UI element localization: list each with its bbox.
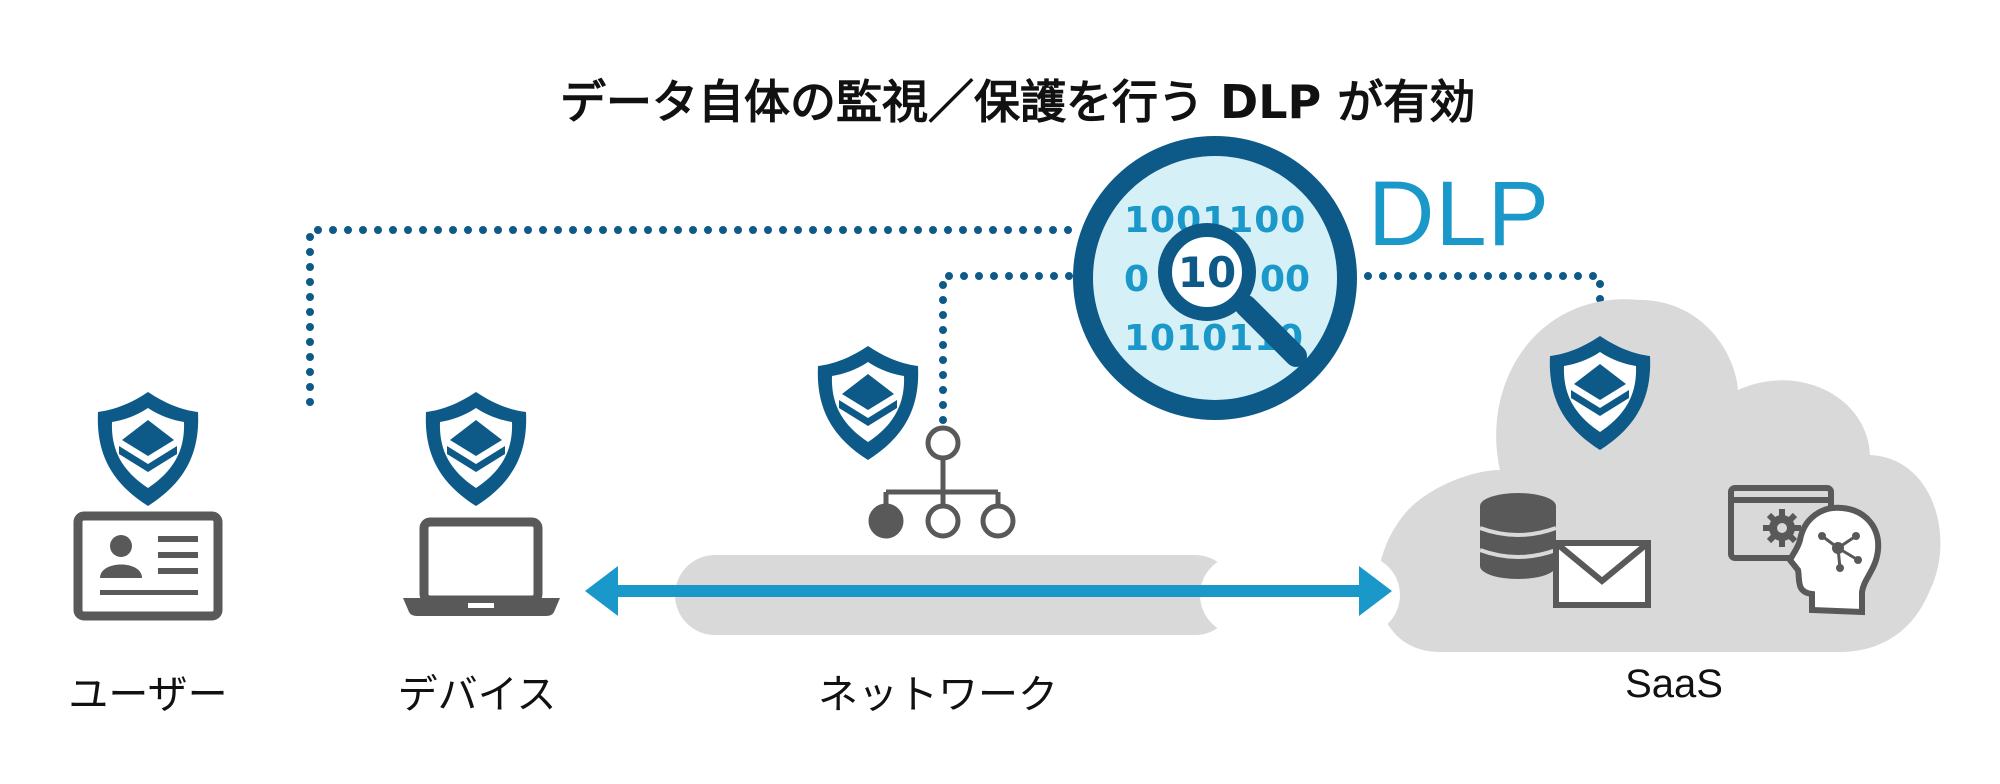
- label-device: デバイス: [397, 672, 557, 718]
- inner-magnifier-lens: [1158, 223, 1256, 321]
- dlp-magnifier: 1001100 0 00 101011 0 10: [1073, 136, 1357, 420]
- id-card-icon: [73, 511, 223, 621]
- label-network: ネットワーク: [818, 672, 1058, 718]
- binary-row-2-right: 00: [1260, 259, 1310, 300]
- label-user: ユーザー: [68, 672, 228, 718]
- bidirectional-arrow: [585, 566, 1392, 616]
- laptop-icon: [403, 517, 560, 616]
- magnified-value: 10: [1178, 248, 1236, 297]
- magnifier-handle: [1235, 295, 1307, 367]
- diagram-title: データ自体の監視／保護を行う DLP が有効: [560, 75, 1476, 129]
- binary-row-2: 0: [1124, 259, 1149, 300]
- browser-gear-icon: [1728, 485, 1834, 561]
- database-icon: [1479, 493, 1557, 579]
- shield-icon: [97, 392, 199, 506]
- dlp-label: DLP: [1368, 163, 1550, 265]
- ai-head-icon: [1786, 504, 1882, 616]
- shield-icon: [425, 392, 527, 506]
- label-saas: SaaS: [1625, 662, 1723, 706]
- network-topology-icon: [868, 425, 1016, 539]
- envelope-icon: [1553, 540, 1651, 608]
- connector-user: [306, 226, 1084, 406]
- shield-icon: [817, 346, 919, 460]
- connector-network: [939, 272, 1076, 424]
